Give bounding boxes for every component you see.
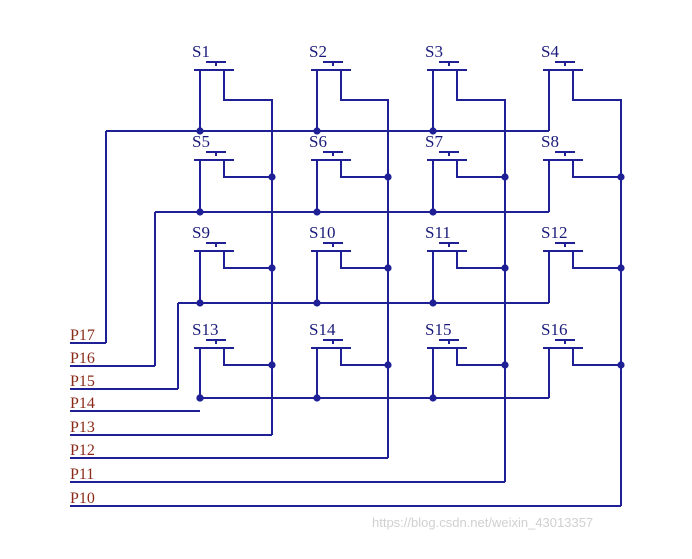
row-bus-junction xyxy=(313,127,321,135)
switch-right-lead xyxy=(456,353,505,366)
switch-right-lead xyxy=(572,256,621,269)
port-label-p16: P16 xyxy=(70,350,95,367)
switch-right-lead xyxy=(456,256,505,269)
wire-layer xyxy=(70,75,622,507)
switch-right-lead xyxy=(340,165,388,178)
switch-label: S5 xyxy=(192,132,210,151)
switch-s1: S1 xyxy=(192,42,234,75)
switch-s6: S6 xyxy=(309,132,351,165)
column-bus-junction xyxy=(268,173,276,181)
row-bus-junction xyxy=(429,394,437,402)
port-label-p13: P13 xyxy=(70,419,95,436)
column-bus-top xyxy=(572,75,622,177)
switch-right-lead xyxy=(223,165,272,178)
column-bus-junction xyxy=(268,264,276,272)
port-label-p17: P17 xyxy=(70,327,95,344)
row-bus-junction xyxy=(429,127,437,135)
column-bus-junction xyxy=(268,361,276,369)
switch-label: S7 xyxy=(425,132,443,151)
switch-s5: S5 xyxy=(192,132,234,165)
switch-s13: S13 xyxy=(192,320,234,353)
port-label-p12: P12 xyxy=(70,442,95,459)
row-bus-junction xyxy=(313,208,321,216)
column-bus-junction xyxy=(617,361,625,369)
switch-s12: S12 xyxy=(541,223,583,256)
junction-layer xyxy=(196,127,625,402)
row-bus-junction xyxy=(429,299,437,307)
port-label-p10: P10 xyxy=(70,490,95,507)
switch-right-lead xyxy=(223,256,272,269)
switch-label: S15 xyxy=(425,320,451,339)
switch-label: S12 xyxy=(541,223,567,242)
switch-label: S13 xyxy=(192,320,218,339)
row-bus-junction xyxy=(196,299,204,307)
switch-label: S3 xyxy=(425,42,443,61)
switch-right-lead xyxy=(456,165,505,178)
switch-s10: S10 xyxy=(309,223,351,256)
port-label-p15: P15 xyxy=(70,373,95,390)
row-bus-junction xyxy=(196,127,204,135)
watermark-text: https://blog.csdn.net/weixin_43013357 xyxy=(372,515,593,530)
column-bus-junction xyxy=(501,361,509,369)
switch-s2: S2 xyxy=(309,42,351,75)
switch-label: S4 xyxy=(541,42,559,61)
column-bus-top xyxy=(223,75,273,177)
switch-s16: S16 xyxy=(541,320,583,353)
row-bus-junction xyxy=(429,208,437,216)
switch-right-lead xyxy=(572,353,621,366)
column-bus-junction xyxy=(384,264,392,272)
switch-s8: S8 xyxy=(541,132,583,165)
switch-label: S14 xyxy=(309,320,336,339)
row-bus-junction xyxy=(313,299,321,307)
column-bus-junction xyxy=(617,264,625,272)
column-bus-junction xyxy=(384,173,392,181)
switch-s7: S7 xyxy=(425,132,467,165)
row-bus-junction xyxy=(196,394,204,402)
switch-label: S16 xyxy=(541,320,567,339)
switch-label: S1 xyxy=(192,42,210,61)
port-label-p14: P14 xyxy=(70,395,95,412)
switch-label: S8 xyxy=(541,132,559,151)
row-bus-junction xyxy=(196,208,204,216)
column-bus-top xyxy=(340,75,389,177)
column-bus-junction xyxy=(501,264,509,272)
switch-s15: S15 xyxy=(425,320,467,353)
switch-label: S10 xyxy=(309,223,335,242)
port-label-p11: P11 xyxy=(70,466,94,483)
switch-label: S9 xyxy=(192,223,210,242)
switch-right-lead xyxy=(572,165,621,178)
switch-s11: S11 xyxy=(425,223,467,256)
switch-s3: S3 xyxy=(425,42,467,75)
column-bus-junction xyxy=(384,361,392,369)
switch-label: S2 xyxy=(309,42,327,61)
switch-s14: S14 xyxy=(309,320,351,353)
switch-label: S6 xyxy=(309,132,327,151)
row-bus-junction xyxy=(313,394,321,402)
switch-right-lead xyxy=(340,353,388,366)
switch-s4: S4 xyxy=(541,42,583,75)
column-bus-top xyxy=(456,75,506,177)
switch-s9: S9 xyxy=(192,223,234,256)
switch-label: S11 xyxy=(425,223,451,242)
column-bus-junction xyxy=(617,173,625,181)
column-bus-junction xyxy=(501,173,509,181)
switch-right-lead xyxy=(340,256,388,269)
switch-right-lead xyxy=(223,353,272,366)
